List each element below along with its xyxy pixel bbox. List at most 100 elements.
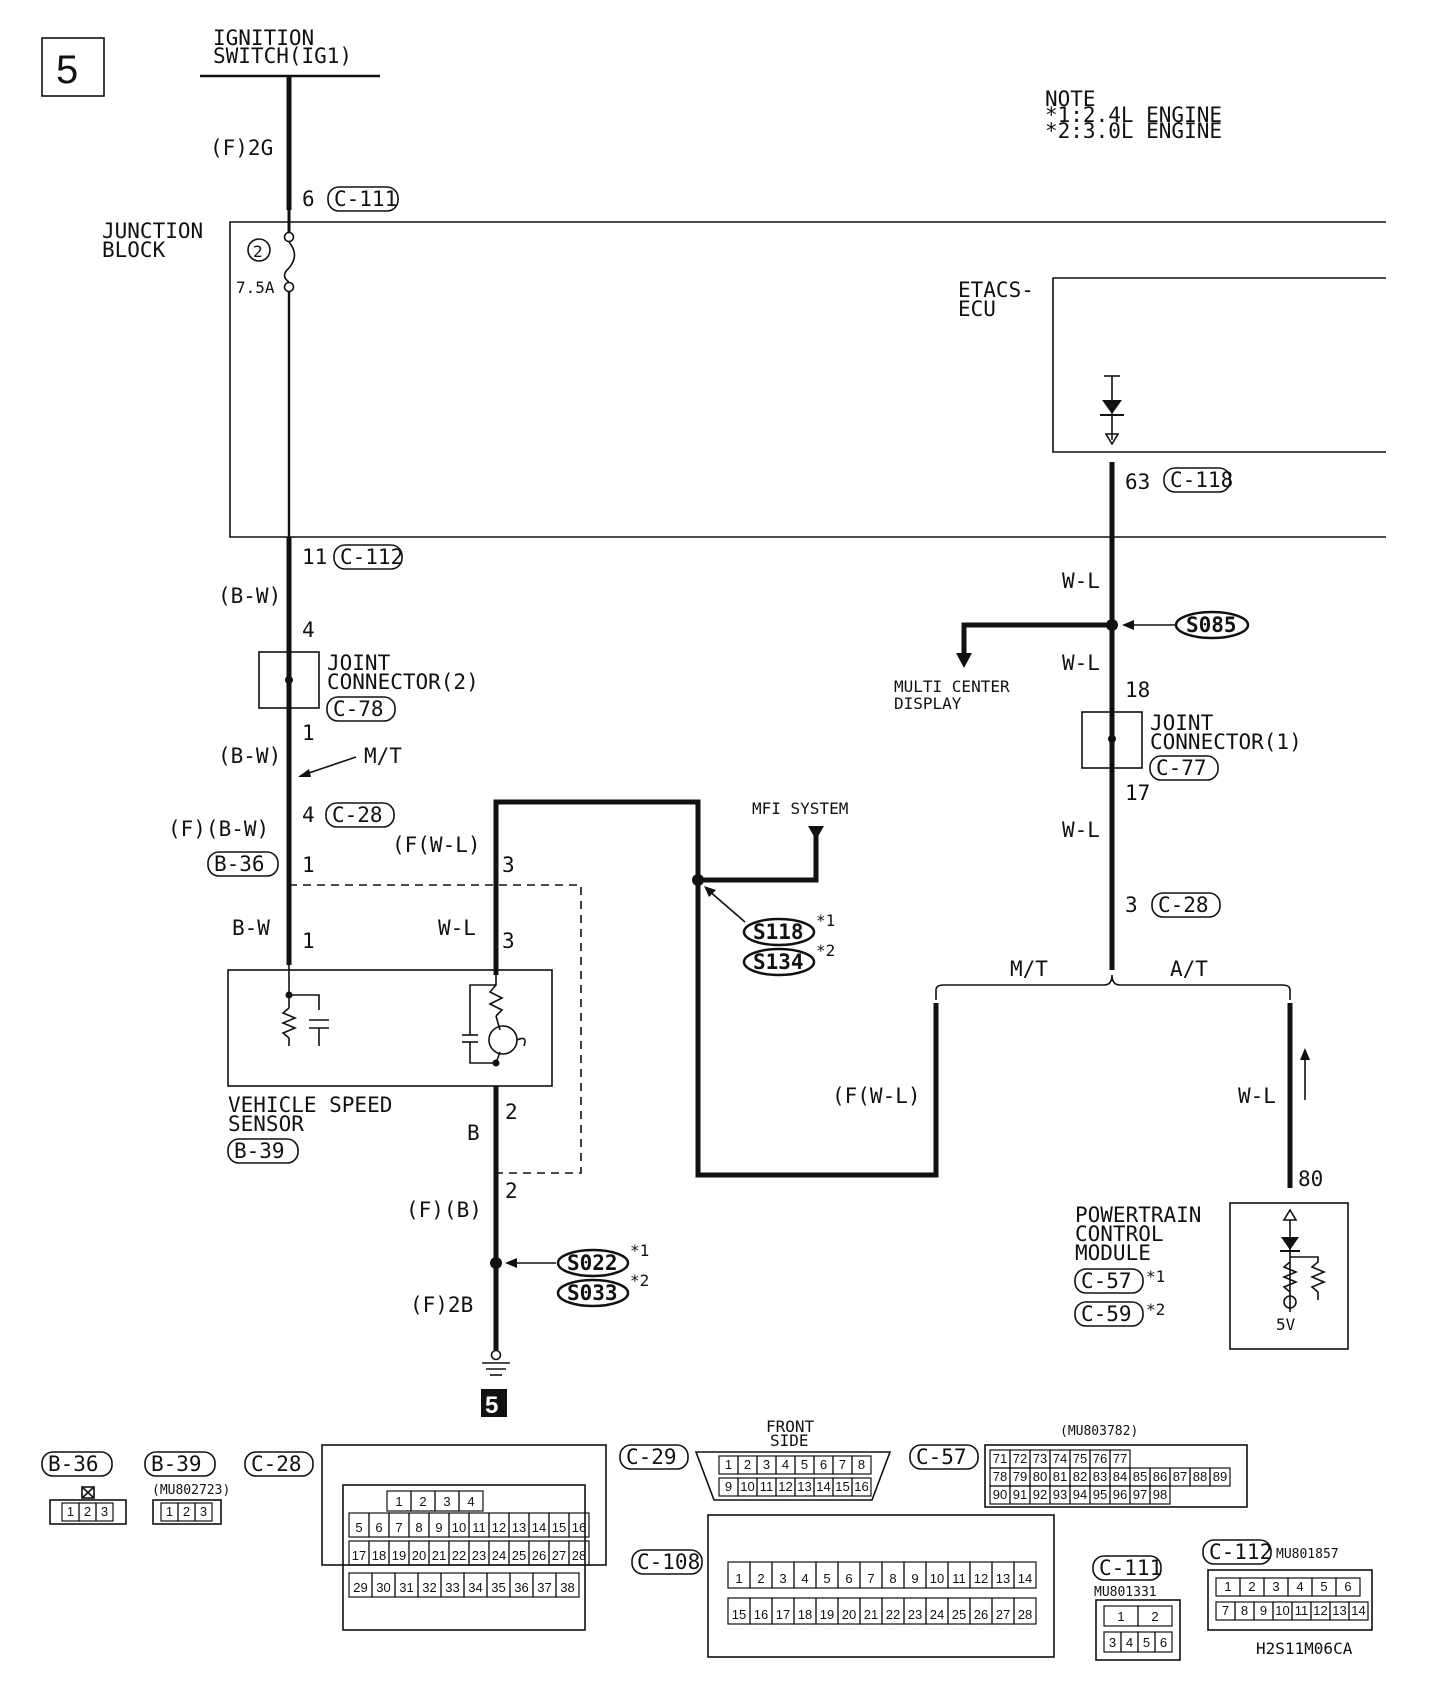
star-2-s134: *2 [816,941,835,960]
pin-cell [1348,1601,1369,1621]
pull-up-resistor-icon [1290,1256,1327,1300]
pin-number: 6 [820,1457,827,1472]
pin-11: 11 [302,545,327,569]
joint-connector-2-dot [285,676,293,684]
fuse-number: 2 [253,242,263,261]
pin-cell [1013,1597,1037,1625]
pin-80: 80 [1298,1167,1323,1191]
connector-c78: C-78 [333,697,384,721]
pin-number: 72 [1013,1451,1027,1466]
pin-number: 86 [1153,1469,1167,1484]
pin-2-vss: 2 [505,1100,518,1124]
pin-number: 12 [974,1571,988,1586]
pin-1-b36: 1 [302,853,315,877]
etacs-ecu-outline [1052,277,1386,453]
pin-number: 34 [468,1580,482,1595]
connector-c112-body [1207,1569,1373,1631]
pin-number: 25 [952,1607,966,1622]
wire-speed-signal-loop [493,799,939,1178]
multi-center-display-label-2: DISPLAY [894,694,962,713]
pin-number: 3 [1109,1635,1116,1650]
splice-tag-s134 [742,947,816,977]
transistor-emitter [495,1051,501,1064]
pin-number: 18 [372,1548,386,1563]
pin-number: 12 [778,1479,792,1494]
pin-number: 2 [419,1494,426,1509]
pin-number: 76 [1093,1451,1107,1466]
joint-connector-1-label-1: JOINT [1150,711,1214,735]
multi-center-display-label-1: MULTI CENTER [894,677,1010,696]
pin-number: 91 [1013,1487,1027,1502]
pin-number: 80 [1033,1469,1047,1484]
pin-number: 24 [930,1607,944,1622]
pin-number: 93 [1053,1487,1067,1502]
wire-mfi-system [698,830,819,883]
splice-tag-s033 [556,1278,630,1308]
lock-cross-2 [81,1486,95,1499]
pin-number: 4 [801,1571,808,1586]
pin-number: 78 [993,1469,1007,1484]
connector-c118: C-118 [1170,468,1233,492]
connector-face-c28: C-28 [251,1452,302,1476]
pin-number: 12 [1313,1603,1327,1618]
connector-tag-c112-face [1202,1539,1272,1565]
pcm-label-3: MODULE [1075,1241,1151,1265]
pin-number: 36 [514,1580,528,1595]
star-2-s033: *2 [630,1271,649,1290]
junction-block-label-2: BLOCK [102,238,166,262]
pin-number: 22 [452,1548,466,1563]
pin-6: 6 [302,187,315,211]
pin-number: 8 [889,1571,896,1586]
joint-connector-1 [1081,711,1143,769]
wire-label-fwl-mt: (F(W-L) [832,1084,921,1108]
pin-number: 6 [375,1520,382,1535]
pin-number: 13 [996,1571,1010,1586]
pin-number: 1 [67,1504,74,1519]
pin-number: 29 [353,1580,367,1595]
wire-label-fb: (F)(B) [406,1198,482,1222]
pin-number: 13 [512,1520,526,1535]
wire-label-bw-2: (B-W) [218,744,281,768]
connector-face-b39: B-39 [151,1452,202,1476]
pin-cell [95,1502,114,1522]
pin-number: 6 [1160,1635,1167,1650]
connector-tag-c28-face [244,1451,314,1477]
pin-number: 16 [754,1607,768,1622]
pin-number: 10 [452,1520,466,1535]
pin-number: 33 [445,1580,459,1595]
pin-number: 95 [1093,1487,1107,1502]
pin-number: 6 [1344,1579,1351,1594]
label-mt-right: M/T [1010,957,1048,981]
pin-number: 1 [1117,1609,1124,1624]
connector-tag-b39 [227,1138,299,1164]
page-number-box [41,37,105,97]
splice-s033: S033 [567,1281,618,1305]
arrow-down-icon [956,653,972,668]
connector-tag-c111-face [1092,1555,1162,1581]
connector-b36: B-36 [214,852,265,876]
shield-dashed-line [289,884,582,1174]
pcm-label-2: CONTROL [1075,1222,1164,1246]
connector-b36-body [49,1499,127,1525]
connector-tag-c78 [326,696,396,722]
pin-number: 5 [1320,1579,1327,1594]
pin-number: 17 [776,1607,790,1622]
pin-3-c28-right: 3 [1125,893,1138,917]
pin-number: 11 [760,1479,774,1494]
pin-number: 2 [183,1504,190,1519]
pin-number: 9 [911,1571,918,1586]
connector-c29-body [694,1451,892,1501]
pin-number: 14 [1351,1603,1365,1618]
pin-number: 98 [1153,1487,1167,1502]
pin-cell [1335,1577,1361,1597]
etacs-label-1: ETACS- [958,278,1034,302]
pin-number: 15 [552,1520,566,1535]
pin-17: 17 [1125,781,1150,805]
pin-number: 14 [532,1520,546,1535]
pin-number: 28 [572,1548,586,1563]
pin-number: 20 [412,1548,426,1563]
